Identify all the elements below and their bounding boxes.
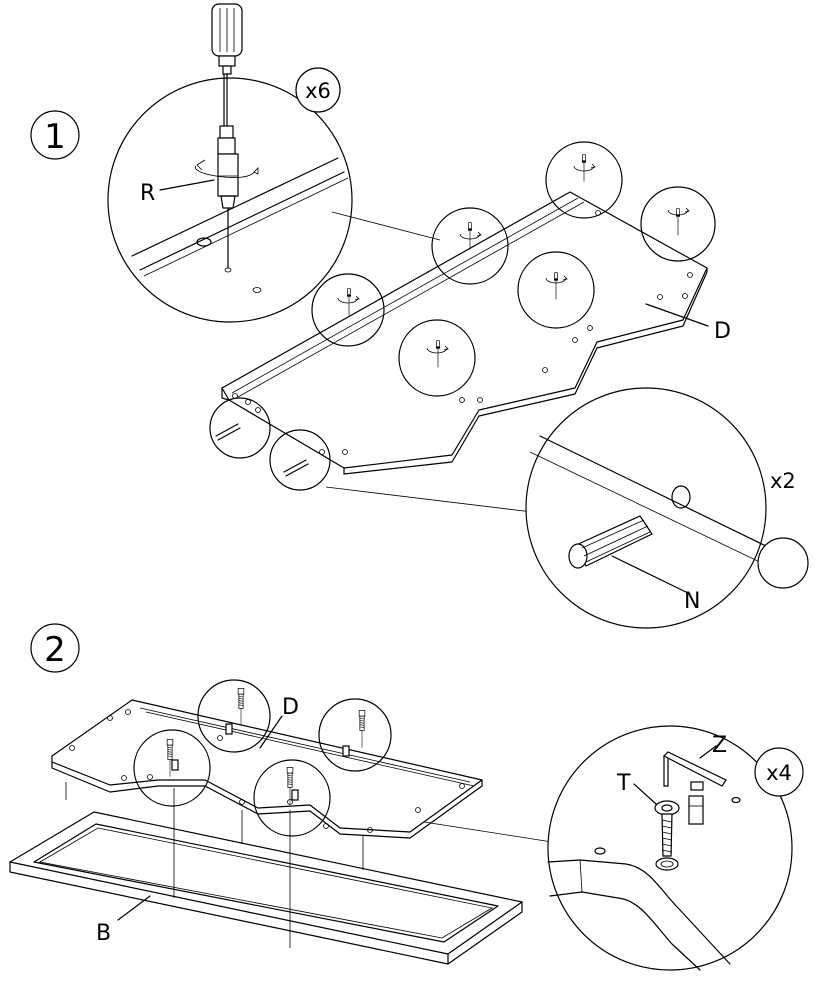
count-x2: x2 (770, 469, 796, 493)
frame-b (9, 811, 523, 965)
board-d-step1 (221, 191, 708, 475)
cam-fitting-icon (688, 781, 704, 825)
bolt-callout-2 (318, 698, 392, 772)
magnified-cam-detail (107, 3, 441, 323)
screw-callout-4 (640, 186, 716, 262)
screw-callout-3 (545, 141, 623, 219)
screw-callout-5 (517, 251, 595, 329)
step-2-number: 2 (44, 630, 66, 670)
label-z: Z (712, 733, 727, 758)
bolt-callouts (133, 679, 392, 837)
screwdriver-icon (211, 3, 243, 155)
bolt-callout-1 (197, 679, 271, 753)
dowel-n-icon (568, 515, 653, 569)
bolt-callout-4 (253, 759, 331, 837)
small-reference-circle (757, 537, 809, 589)
label-n: N (684, 589, 700, 614)
count-x6: x6 (305, 79, 331, 103)
label-b: B (96, 921, 111, 946)
magnified-bolt-detail (423, 725, 793, 971)
cam-bolt-r (195, 153, 259, 269)
screw-callout-1 (311, 273, 385, 347)
step-2: 2 (9, 623, 804, 971)
label-t: T (616, 771, 631, 796)
step-1: 1 (30, 3, 809, 629)
step-1-number: 1 (44, 117, 66, 157)
step-1-badge (30, 110, 80, 160)
count-badge-x6 (295, 67, 341, 113)
count-x4: x4 (766, 761, 792, 785)
screw-callouts (311, 141, 716, 397)
bolt-callout-3 (133, 729, 211, 807)
screw-callout-2 (431, 207, 509, 285)
magnified-dowel-detail (325, 387, 771, 629)
count-badge-x4 (754, 747, 804, 797)
bolt-t-icon (654, 800, 680, 871)
label-d-step2: D (282, 695, 299, 720)
allen-key-z-icon (662, 751, 727, 787)
dowel-callouts (209, 397, 331, 491)
step-2-badge (30, 623, 80, 673)
screw-callout-6 (398, 319, 476, 397)
label-d-step1: D (714, 319, 731, 344)
label-r: R (140, 181, 155, 206)
